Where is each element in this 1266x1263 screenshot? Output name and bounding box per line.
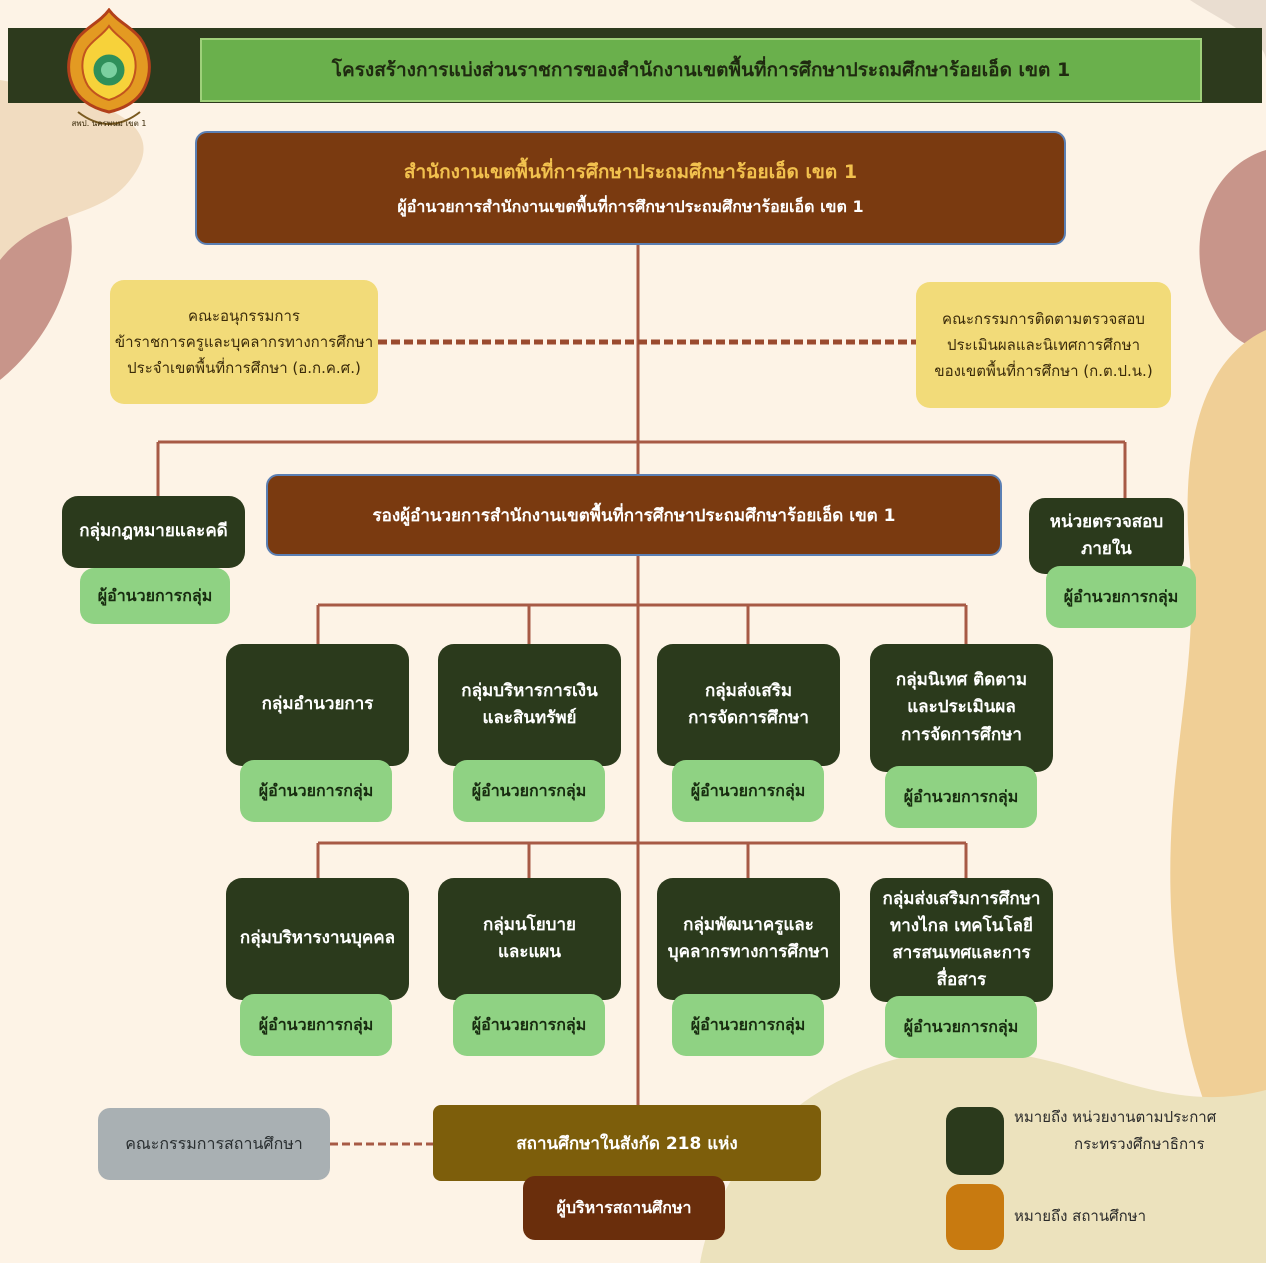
page-title: โครงสร้างการแบ่งส่วนราชการของสำนักงานเขต…: [200, 38, 1202, 102]
group-personnel-head: ผู้อำนวยการกลุ่ม: [240, 994, 392, 1056]
legal-group-box: กลุ่มกฎหมายและคดี: [62, 496, 245, 568]
committee-ktpn-line2: ประเมินผลและนิเทศการศึกษา: [946, 335, 1141, 354]
group-policy-line1: กลุ่มนโยบาย: [483, 914, 576, 935]
group-teacher-dev-head: ผู้อำนวยการกลุ่ม: [672, 994, 824, 1056]
group-finance-head: ผู้อำนวยการกลุ่ม: [453, 760, 605, 822]
bg-blob-top-right: [1190, 0, 1266, 60]
committee-ktpn-box: คณะกรรมการติดตามตรวจสอบ ประเมินผลและนิเท…: [916, 282, 1171, 408]
group-promotion-line2: การจัดการศึกษา: [688, 708, 809, 728]
group-admin-head: ผู้อำนวยการกลุ่ม: [240, 760, 392, 822]
internal-audit-box: หน่วยตรวจสอบภายใน: [1029, 498, 1184, 574]
legend-dark-swatch: [946, 1107, 1004, 1175]
group-policy-box: กลุ่มนโยบาย และแผน: [438, 878, 621, 1000]
group-supervision-line3: การจัดการศึกษา: [901, 724, 1022, 745]
group-supervision-box: กลุ่มนิเทศ ติดตาม และประเมินผล การจัดการ…: [870, 644, 1053, 772]
group-admin-line1: กลุ่มอำนวยการ: [261, 694, 374, 715]
legal-group-head: ผู้อำนวยการกลุ่ม: [80, 568, 230, 624]
group-promotion-head: ผู้อำนวยการกลุ่ม: [672, 760, 824, 822]
group-supervision-line1: กลุ่มนิเทศ ติดตาม: [895, 670, 1028, 691]
bg-blob-right-tan: [1170, 330, 1266, 1263]
internal-audit-head: ผู้อำนวยการกลุ่ม: [1046, 566, 1196, 628]
legal-group-name: กลุ่มกฎหมายและคดี: [79, 521, 228, 542]
director-title: ผู้อำนวยการสำนักงานเขตพื้นที่การศึกษาประ…: [397, 196, 864, 216]
group-distance-ict-box: กลุ่มส่งเสริมการศึกษา ทางไกล เทคโนโลยี ส…: [870, 878, 1053, 1002]
group-personnel-line1: กลุ่มบริหารงานบุคคล: [239, 928, 396, 949]
group-teacher-dev-line2: บุคลากรทางการศึกษา: [667, 942, 830, 962]
group-distance-ict-line2: ทางไกล เทคโนโลยี: [890, 915, 1033, 936]
group-finance-line1: กลุ่มบริหารการเงิน: [461, 680, 598, 701]
group-teacher-dev-line1: กลุ่มพัฒนาครูและ: [683, 914, 814, 935]
group-distance-ict-line3: สารสนเทศและการสื่อสาร: [892, 943, 1031, 991]
deputy-director-box: รองผู้อำนวยการสำนักงานเขตพื้นที่การศึกษา…: [266, 474, 1002, 556]
committee-akhs-box: คณะอนุกรรมการ ข้าราชการครูและบุคลากรทางก…: [110, 280, 378, 404]
office-name: สำนักงานเขตพื้นที่การศึกษาประถมศึกษาร้อย…: [403, 160, 858, 183]
group-promotion-box: กลุ่มส่งเสริม การจัดการศึกษา: [657, 644, 840, 766]
legend-dark-line2: กระทรวงศึกษาธิการ: [1074, 1135, 1205, 1153]
committee-akhs-line1: คณะอนุกรรมการ: [188, 306, 300, 325]
group-finance-box: กลุ่มบริหารการเงิน และสินทรัพย์: [438, 644, 621, 766]
group-teacher-dev-box: กลุ่มพัฒนาครูและ บุคลากรทางการศึกษา: [657, 878, 840, 1000]
group-supervision-line2: และประเมินผล: [907, 697, 1016, 718]
group-supervision-head: ผู้อำนวยการกลุ่ม: [885, 766, 1037, 828]
internal-audit-name: หน่วยตรวจสอบภายใน: [1049, 511, 1164, 559]
group-policy-line2: และแผน: [497, 942, 562, 962]
legend-orange-text: หมายถึง สถานศึกษา: [1014, 1207, 1146, 1225]
legend-dark-text: หมายถึง หน่วยงานตามประกาศ กระทรวงศึกษาธิ…: [1014, 1104, 1254, 1158]
group-distance-ict-head: ผู้อำนวยการกลุ่ม: [885, 996, 1037, 1058]
emblem-logo: สพป. นครพนม เขต 1: [67, 8, 151, 128]
group-finance-line2: และสินทรัพย์: [482, 708, 577, 728]
group-policy-head: ผู้อำนวยการกลุ่ม: [453, 994, 605, 1056]
committee-ktpn-line1: คณะกรรมการติดตามตรวจสอบ: [942, 309, 1145, 328]
bg-blob-right-pink: [1199, 150, 1266, 350]
committee-akhs-line3: ประจำเขตพื้นที่การศึกษา (อ.ก.ค.ศ.): [127, 359, 361, 378]
schools-box: สถานศึกษาในสังกัด 218 แห่ง: [433, 1105, 821, 1181]
group-admin-box: กลุ่มอำนวยการ: [226, 644, 409, 766]
deputy-director-title: รองผู้อำนวยการสำนักงานเขตพื้นที่การศึกษา…: [372, 505, 896, 526]
group-promotion-line1: กลุ่มส่งเสริม: [704, 680, 793, 701]
group-distance-ict-line1: กลุ่มส่งเสริมการศึกษา: [882, 888, 1041, 909]
logo-caption: สพป. นครพนม เขต 1: [71, 119, 146, 128]
school-committee-box: คณะกรรมการสถานศึกษา: [98, 1108, 330, 1180]
legend-dark-line1: หมายถึง หน่วยงานตามประกาศ: [1014, 1108, 1217, 1126]
committee-akhs-line2: ข้าราชการครูและบุคลากรทางการศึกษา: [114, 332, 374, 351]
committee-ktpn-line3: ของเขตพื้นที่การศึกษา (ก.ต.ป.น.): [934, 362, 1153, 381]
group-personnel-box: กลุ่มบริหารงานบุคคล: [226, 878, 409, 1000]
legend-orange-swatch: [946, 1184, 1004, 1250]
school-admin-box: ผู้บริหารสถานศึกษา: [523, 1176, 725, 1240]
office-director-box: สำนักงานเขตพื้นที่การศึกษาประถมศึกษาร้อย…: [195, 131, 1066, 245]
